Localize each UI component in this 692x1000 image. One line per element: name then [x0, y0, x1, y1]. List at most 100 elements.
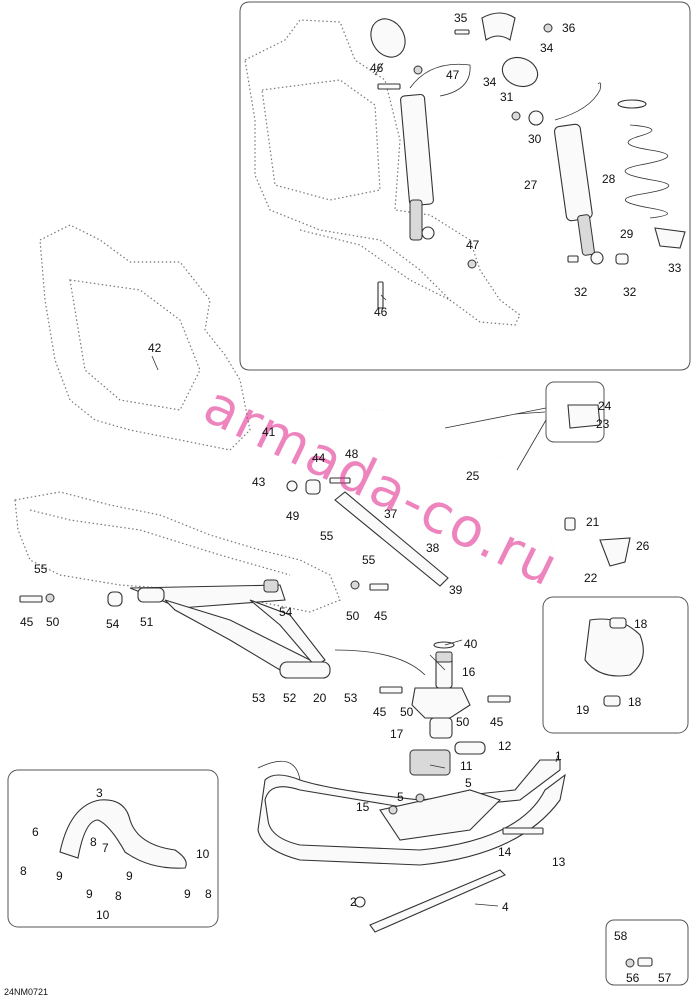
- hardware-detail-box: [605, 919, 689, 986]
- shock-27: [501, 56, 604, 265]
- callout-14: 14: [498, 845, 512, 859]
- callout-34: 34: [540, 41, 554, 55]
- callout-58: 58: [614, 929, 628, 943]
- bushing-detail-box: [542, 596, 689, 734]
- leader-lines: [151, 62, 559, 907]
- callout-8: 8: [205, 887, 212, 901]
- handle-detail-box: [7, 769, 219, 928]
- spring-28: [617, 99, 686, 249]
- ski-1: [257, 749, 566, 933]
- callout-9: 9: [56, 869, 63, 883]
- callout-9: 9: [184, 887, 191, 901]
- callout-47: 47: [446, 68, 460, 82]
- callout-39: 39: [449, 583, 463, 597]
- callout-19: 19: [576, 703, 590, 717]
- callout-4: 4: [502, 900, 509, 914]
- callout-37: 37: [384, 507, 398, 521]
- callout-35: 35: [454, 11, 468, 25]
- callout-8: 8: [20, 864, 27, 878]
- callout-24: 24: [598, 399, 612, 413]
- callout-17: 17: [390, 727, 404, 741]
- callout-56: 56: [626, 971, 640, 985]
- callout-45: 45: [373, 705, 387, 719]
- callout-33: 33: [668, 261, 682, 275]
- callout-50: 50: [456, 715, 470, 729]
- spindle-16: [411, 651, 471, 739]
- callout-16: 16: [462, 665, 476, 679]
- callout-6: 6: [32, 825, 39, 839]
- callout-9: 9: [86, 887, 93, 901]
- callout-50: 50: [400, 705, 414, 719]
- frame-upper-outline: [244, 19, 521, 326]
- callout-29: 29: [620, 227, 634, 241]
- callout-45: 45: [20, 615, 34, 629]
- callout-51: 51: [140, 615, 154, 629]
- callout-15: 15: [356, 800, 370, 814]
- callout-52: 52: [283, 691, 297, 705]
- callout-34: 34: [483, 75, 497, 89]
- hardware-parts: [19, 12, 653, 968]
- callout-48: 48: [345, 447, 359, 461]
- callout-22: 22: [584, 571, 598, 585]
- callout-9: 9: [126, 869, 133, 883]
- tie-rod-25-inner: [316, 404, 559, 569]
- callout-27: 27: [524, 178, 538, 192]
- reference-code: 24NM0721: [4, 987, 48, 997]
- callout-54: 54: [106, 617, 120, 631]
- frame-main-outline: [14, 224, 341, 613]
- callout-5: 5: [397, 790, 404, 804]
- callout-5: 5: [465, 776, 472, 790]
- callout-28: 28: [602, 172, 616, 186]
- callout-55: 55: [34, 562, 48, 576]
- callout-40: 40: [464, 637, 478, 651]
- callout-43: 43: [252, 475, 266, 489]
- callout-57: 57: [658, 971, 672, 985]
- callout-23: 23: [596, 417, 610, 431]
- callout-20: 20: [313, 691, 327, 705]
- callout-30: 30: [528, 132, 542, 146]
- callout-8: 8: [115, 889, 122, 903]
- steering-arm-37: [334, 491, 449, 587]
- handle-3: [59, 799, 187, 869]
- callout-13: 13: [552, 855, 566, 869]
- callout-7: 7: [102, 841, 109, 855]
- support-detail-box: [545, 381, 605, 443]
- callout-31: 31: [500, 90, 514, 104]
- callout-32: 32: [623, 285, 637, 299]
- callout-18: 18: [628, 695, 642, 709]
- callout-2: 2: [350, 895, 357, 909]
- callout-45: 45: [374, 609, 388, 623]
- shock-detail-box: [239, 1, 691, 371]
- callout-46: 46: [370, 61, 384, 75]
- callout-46: 46: [374, 305, 388, 319]
- callout-47: 47: [466, 238, 480, 252]
- installed-shock: [370, 18, 471, 241]
- callout-36: 36: [562, 21, 576, 35]
- callout-41: 41: [262, 425, 276, 439]
- callout-1: 1: [555, 749, 562, 763]
- callout-10: 10: [96, 908, 110, 922]
- callout-26: 26: [636, 539, 650, 553]
- callout-18: 18: [634, 617, 648, 631]
- callout-32: 32: [574, 285, 588, 299]
- callout-42: 42: [148, 341, 162, 355]
- callout-50: 50: [46, 615, 60, 629]
- callout-54: 54: [279, 605, 293, 619]
- callout-38: 38: [426, 541, 440, 555]
- callout-3: 3: [96, 786, 103, 800]
- callout-8: 8: [90, 835, 97, 849]
- callout-10: 10: [196, 847, 210, 861]
- callout-55: 55: [362, 553, 376, 567]
- callout-50: 50: [346, 609, 360, 623]
- a-arm: [129, 579, 331, 679]
- callout-45: 45: [490, 715, 504, 729]
- callout-49: 49: [286, 509, 300, 523]
- callout-12: 12: [498, 739, 512, 753]
- callout-53: 53: [344, 691, 358, 705]
- callout-11: 11: [460, 759, 473, 773]
- callout-53: 53: [252, 691, 266, 705]
- callout-21: 21: [586, 515, 600, 529]
